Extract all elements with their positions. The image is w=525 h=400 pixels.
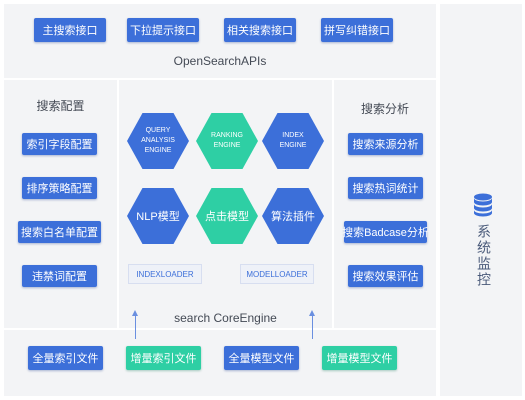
related-search-api-button[interactable]: 相关搜索接口 xyxy=(224,18,296,42)
badcase-analysis-button[interactable]: 搜索Badcase分析 xyxy=(342,221,429,243)
hex-label: QUERY ANALYSIS ENGINE xyxy=(141,127,175,154)
suggest-api-button[interactable]: 下拉提示接口 xyxy=(127,18,199,42)
hex-label: 点击模型 xyxy=(205,211,249,223)
up-arrow-icon xyxy=(132,310,138,339)
opensearch-apis-label: OpenSearchAPIs xyxy=(173,54,267,68)
algorithm-plugin-hex[interactable]: 算法插件 xyxy=(262,188,324,244)
incremental-index-file-button[interactable]: 增量索引文件 xyxy=(126,346,201,370)
effect-evaluation-button[interactable]: 搜索效果评估 xyxy=(348,265,423,287)
search-config-panel xyxy=(4,80,117,328)
hex-label: INDEX ENGINE xyxy=(279,132,307,149)
spell-correct-api-button[interactable]: 拼写纠错接口 xyxy=(321,18,393,42)
system-monitor-title: 系统监控 xyxy=(476,224,492,288)
search-analysis-title: 搜索分析 xyxy=(360,102,409,116)
whitelist-config-button[interactable]: 搜索白名单配置 xyxy=(18,221,101,243)
full-model-file-button[interactable]: 全量模型文件 xyxy=(224,346,299,370)
banned-words-config-button[interactable]: 违禁词配置 xyxy=(22,265,97,287)
index-engine-hex[interactable]: INDEX ENGINE xyxy=(262,113,324,169)
search-analysis-panel xyxy=(334,80,436,328)
ranking-strategy-config-button[interactable]: 排序策略配置 xyxy=(22,177,97,199)
hot-words-stats-button[interactable]: 搜索热词统计 xyxy=(348,177,423,199)
core-engine-label: search CoreEngine xyxy=(174,311,277,325)
index-field-config-button[interactable]: 索引字段配置 xyxy=(22,133,97,155)
search-config-title: 搜索配置 xyxy=(36,99,85,113)
hex-label: 算法插件 xyxy=(271,211,315,223)
modelloader-box[interactable]: MODELLOADER xyxy=(240,264,314,284)
incremental-model-file-button[interactable]: 增量模型文件 xyxy=(322,346,397,370)
database-icon xyxy=(470,192,496,218)
hex-label: NLP模型 xyxy=(136,211,180,223)
up-arrow-icon xyxy=(309,310,315,339)
search-source-analysis-button[interactable]: 搜索来源分析 xyxy=(348,133,423,155)
full-index-file-button[interactable]: 全量索引文件 xyxy=(28,346,103,370)
main-search-api-button[interactable]: 主搜索接口 xyxy=(34,18,106,42)
indexloader-box[interactable]: INDEXLOADER xyxy=(128,264,202,284)
hex-label: RANKING ENGINE xyxy=(211,132,243,149)
